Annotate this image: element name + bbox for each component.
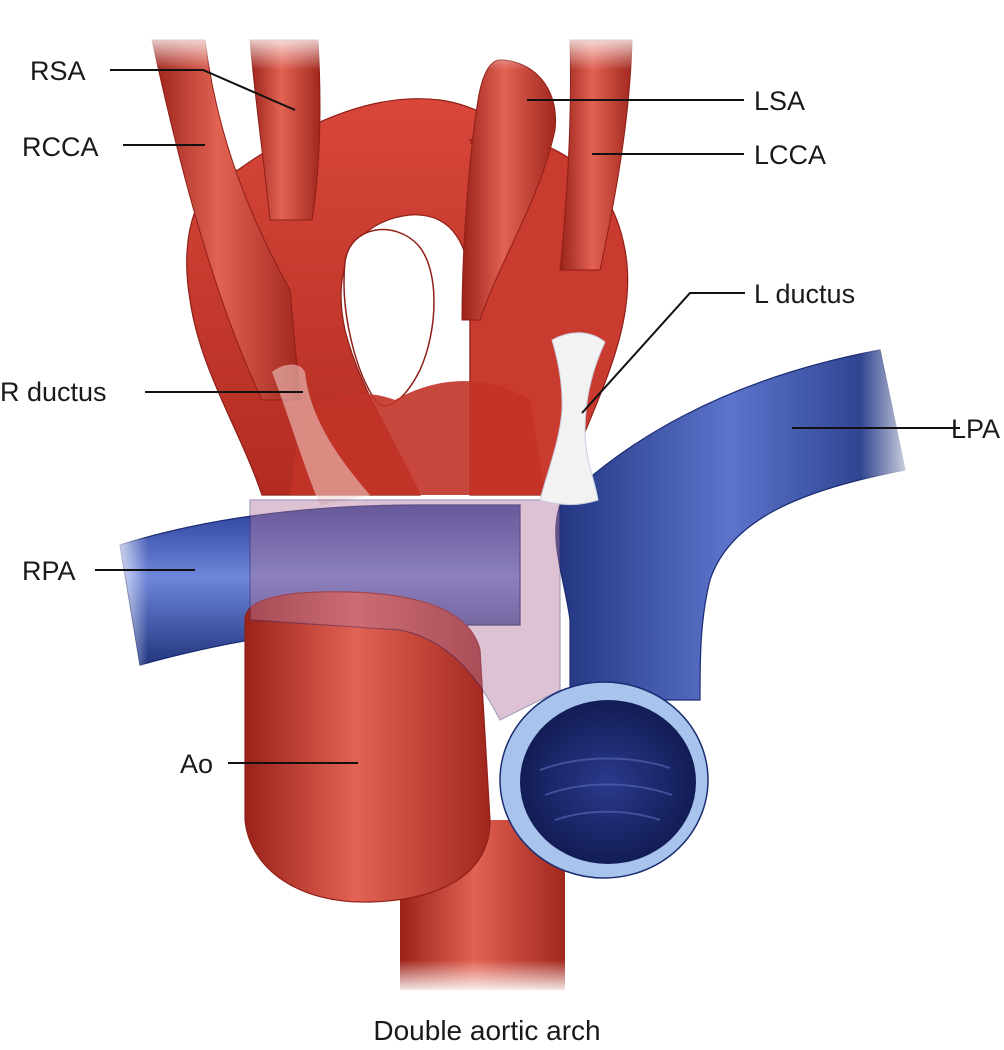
anatomy-illustration [108,30,920,994]
l-ductus-ligament [539,332,606,505]
label-lsa: LSA [754,86,805,116]
figure-caption: Double aortic arch [373,1015,600,1046]
ascending-aorta [244,591,491,903]
lpa-vessel [555,349,906,701]
rsa-vessel [249,39,321,221]
label-l-ductus: L ductus [754,279,855,309]
label-rpa: RPA [22,556,76,586]
label-rsa: RSA [30,56,86,86]
labels: RSA RCCA LSA LCCA L ductus R ductus LPA … [0,56,1000,779]
label-r-ductus: R ductus [0,377,107,407]
r-ductus-ligament [272,364,370,505]
pulmonary-lumen [520,700,696,864]
leader-rsa [110,69,296,111]
label-ao: Ao [180,749,213,779]
translucent-band [249,499,561,721]
arch-confluence [290,381,545,495]
lumen-texture [539,757,673,821]
label-rcca: RCCA [22,132,99,162]
label-lcca: LCCA [754,140,826,170]
leader-l-ductus [581,292,745,414]
label-lpa: LPA [951,414,1000,444]
rcca-vessel [151,39,301,401]
leader-lines [95,69,960,764]
arch-opening [343,228,435,407]
lsa-vessel [461,59,557,321]
